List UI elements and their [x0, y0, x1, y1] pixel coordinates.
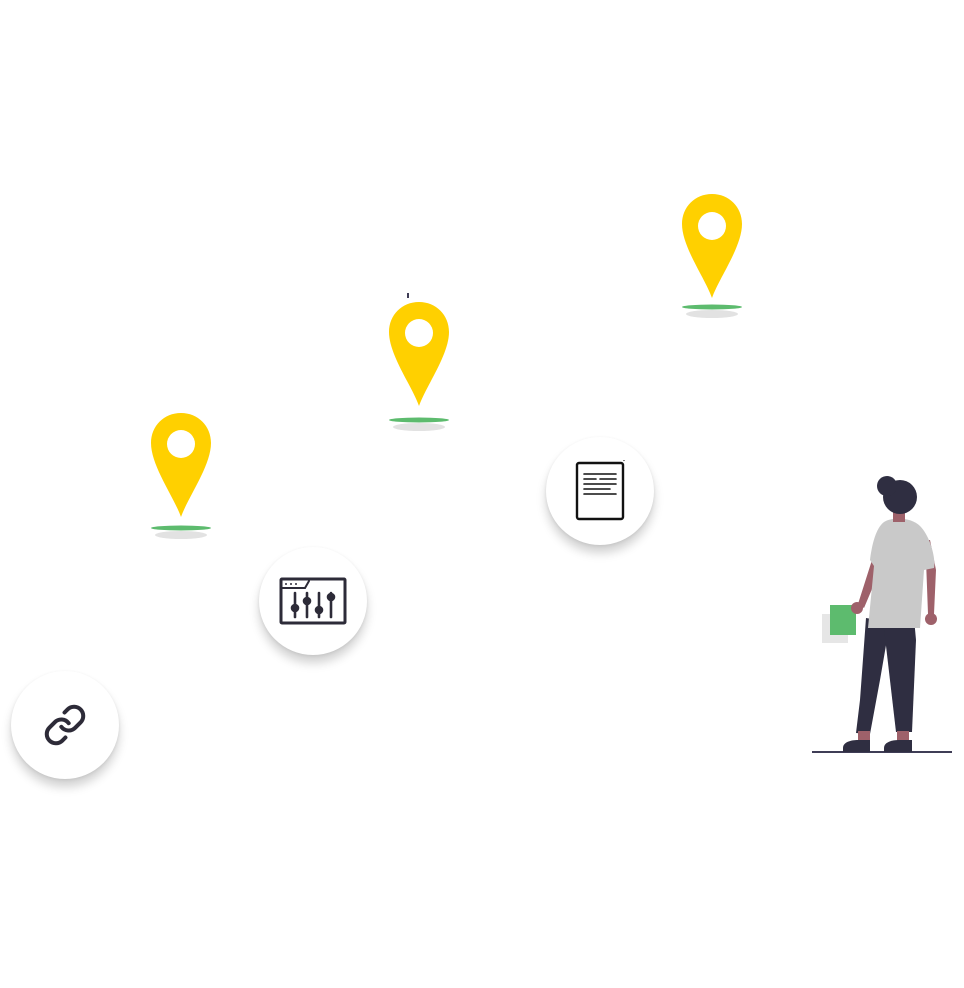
document-button[interactable] — [546, 437, 654, 545]
pin-body — [389, 302, 449, 406]
person-shirt — [868, 518, 935, 628]
person-leg-back — [856, 618, 890, 734]
pin-hole — [167, 430, 195, 458]
pin-ground — [682, 304, 742, 310]
link-icon — [44, 704, 86, 746]
person-leg-front — [883, 618, 916, 732]
person-illustration — [812, 476, 952, 753]
person-hair-bun — [877, 476, 897, 496]
pin-body — [682, 194, 742, 298]
pin-hole — [698, 212, 726, 240]
location-pin-icon — [682, 194, 742, 318]
pin-shadow — [393, 423, 445, 431]
document-icon — [575, 460, 625, 521]
person-shoe — [843, 740, 870, 752]
location-pin-icon — [151, 413, 211, 539]
pin-marker-tick — [407, 293, 409, 298]
location-pin-icon — [389, 293, 449, 431]
person-shoe — [884, 740, 912, 752]
pin-ground — [151, 525, 211, 531]
pin-shadow — [155, 531, 207, 539]
person-hand — [925, 613, 937, 625]
link-button[interactable] — [11, 671, 119, 779]
settings-sliders-icon — [279, 577, 347, 625]
pin-shadow — [686, 310, 738, 318]
pin-ground — [389, 417, 449, 423]
pin-body — [151, 413, 211, 517]
pin-hole — [405, 319, 433, 347]
person-hand — [851, 602, 863, 614]
settings-button[interactable] — [259, 547, 367, 655]
